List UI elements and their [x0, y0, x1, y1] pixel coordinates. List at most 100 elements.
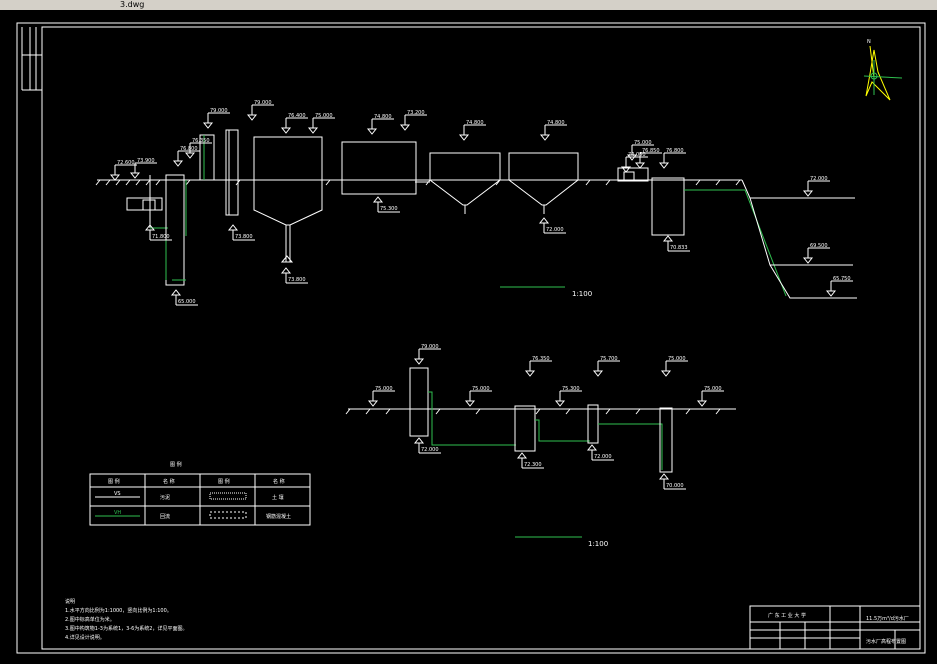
elevation-lower-bottom-2: 72.300 [516, 452, 544, 469]
elevation-top-4-label: 79.000 [254, 100, 272, 106]
elevation-lower-6-label: 75.700 [600, 356, 618, 362]
elevation-top-5-label: 76.800 [180, 146, 198, 152]
north-arrow-icon: N [863, 39, 903, 101]
elevation-top-1: 72.600 [109, 160, 137, 181]
elevation-top-14-label: 76.850 [642, 148, 660, 154]
elevation-bottom-7-label: 70.833 [670, 245, 688, 251]
drawing-name: 污水厂高程布置图 [866, 638, 906, 645]
water-level-2-label: 69.500 [810, 243, 828, 249]
elevation-lower-bottom-1: 72.000 [413, 437, 441, 454]
elevation-lower-8: 75.000 [696, 386, 724, 407]
elevation-bottom-3: 73.800 [227, 224, 255, 241]
elevation-lower-6: 75.700 [592, 356, 620, 377]
lower-levels: 79.000 75.000 75.000 76.350 75.300 75.700 75.0… [367, 344, 724, 490]
elevation-lower-4-label: 76.350 [532, 356, 550, 362]
elevation-lower-8-label: 75.000 [704, 386, 722, 392]
legend-table: 图 例 图 例 名 称 图 例 名 称 VS 污泥 土 壤 VH 回流 钢筋混凝… [89, 461, 311, 526]
elevation-top-2: 73.900 [129, 158, 157, 179]
note-4: 4.详见设计说明。 [65, 634, 105, 641]
water-level-3-label: 65.750 [833, 276, 851, 282]
inner-frame [41, 26, 921, 650]
elevation-lower-2: 75.000 [367, 386, 395, 407]
elevation-top-11: 73.200 [399, 110, 427, 131]
elevation-top-1-label: 72.600 [117, 160, 135, 166]
water-level-2: 69.500 [802, 243, 830, 264]
elevation-lower-7: 75.000 [660, 356, 688, 377]
cad-drawing-area[interactable]: N [0, 10, 937, 664]
elevation-lower-3-label: 75.000 [472, 386, 490, 392]
legend-header-4: 名 称 [273, 478, 285, 485]
legend-header-3: 图 例 [218, 478, 230, 485]
elevation-top-5: 76.800 [172, 146, 200, 167]
elevation-top-3-label: 79.000 [210, 108, 228, 114]
legend-name-2: 回流 [160, 513, 170, 520]
elevation-bottom-5-label: 73.800 [288, 277, 306, 283]
legend-name-3: 土 壤 [272, 494, 284, 501]
elevation-top-6-label: 76.400 [288, 113, 306, 119]
elevation-bottom-1: 71.800 [144, 224, 172, 241]
sludge-thickener [409, 367, 516, 446]
tank-primary [253, 136, 323, 263]
tank-clarifier-2 [415, 152, 579, 214]
elevation-bottom-7: 70.833 [662, 235, 690, 252]
water-level-1-label: 72.000 [810, 176, 828, 182]
elevation-bottom-5: 73.800 [280, 267, 308, 284]
legend-header-1: 图 例 [108, 478, 120, 485]
elevation-bottom-2-label: 65.000 [178, 299, 196, 305]
elevation-top-13-label: 75.000 [634, 140, 652, 146]
elevation-bottom-4-label: 75.300 [380, 206, 398, 212]
scale-label-upper: 1:100 [572, 290, 592, 298]
elevation-top-7: 75.000 [307, 113, 335, 134]
legend-title: 图 例 [170, 461, 182, 468]
sludge-tank-2 [514, 405, 590, 452]
elevation-lower-bottom-3: 72.000 [586, 444, 614, 461]
elevation-lower-bottom-3-label: 72.000 [594, 454, 612, 460]
elevation-top-8-label: 74.800 [374, 114, 392, 120]
tank-disinfection [617, 167, 649, 182]
elevation-top-6: 76.400 [280, 113, 308, 134]
elevation-lower-bottom-4-label: 70.000 [666, 483, 684, 489]
elevation-top-15-label: 76.800 [666, 148, 684, 154]
elevation-lower-bottom-4: 70.000 [658, 473, 686, 490]
legend-name-4: 钢筋混凝土 [266, 513, 291, 520]
elevation-top-7-label: 75.000 [315, 113, 333, 119]
school-name: 广 东 工 业 大 学 [768, 612, 806, 619]
elevation-bottom-4: 75.300 [372, 196, 400, 213]
outfall-well [651, 177, 787, 297]
note-2: 2.图中标高单位为米。 [65, 616, 115, 623]
elevation-lower-3: 75.000 [464, 386, 492, 407]
legend-line-vs: VS [114, 491, 121, 497]
scale-label-lower: 1:100 [588, 540, 608, 548]
drawing-svg: N [16, 22, 926, 654]
elevation-top-3: 79.000 [202, 108, 230, 129]
elevation-top-9: 74.800 [458, 120, 486, 141]
water-level-1: 72.000 [802, 176, 830, 197]
drawing-code: 11.5万m³/d污水厂 [866, 615, 909, 622]
elevation-top-10-label: 74.800 [547, 120, 565, 126]
elevation-lower-1-label: 79.000 [421, 344, 439, 350]
elevation-top-15: 76.800 [658, 148, 686, 169]
elevation-top-2-label: 73.900 [137, 158, 155, 164]
elevation-bottom-6-label: 72.000 [546, 227, 564, 233]
water-level-3: 65.750 [825, 276, 853, 297]
ground-line-lower [345, 408, 736, 415]
elevation-bottom-6: 72.000 [538, 217, 566, 234]
elevation-lower-4: 76.350 [524, 356, 552, 377]
elevation-lower-1: 79.000 [413, 344, 441, 365]
elevation-lower-bottom-1-label: 72.000 [421, 447, 439, 453]
sludge-tank-4 [659, 407, 673, 473]
tank-aeration [341, 141, 417, 195]
notes-title: 说明 [65, 598, 75, 605]
elevation-top-16: 74.050 [620, 152, 648, 173]
note-1: 1.水平方向比例为1:1000，竖向比例为1:100。 [65, 607, 172, 614]
elevation-lower-5-label: 75.300 [562, 386, 580, 392]
legend-header-2: 名 称 [163, 478, 175, 485]
document-tab[interactable]: 3.dwg [120, 0, 145, 9]
pump-well [165, 129, 239, 286]
legend-line-vh: VH [114, 510, 121, 516]
elevation-lower-bottom-2-label: 72.300 [524, 462, 542, 468]
elevation-lower-7-label: 75.000 [668, 356, 686, 362]
elevation-lower-2-label: 75.000 [375, 386, 393, 392]
river-bank [741, 179, 857, 299]
